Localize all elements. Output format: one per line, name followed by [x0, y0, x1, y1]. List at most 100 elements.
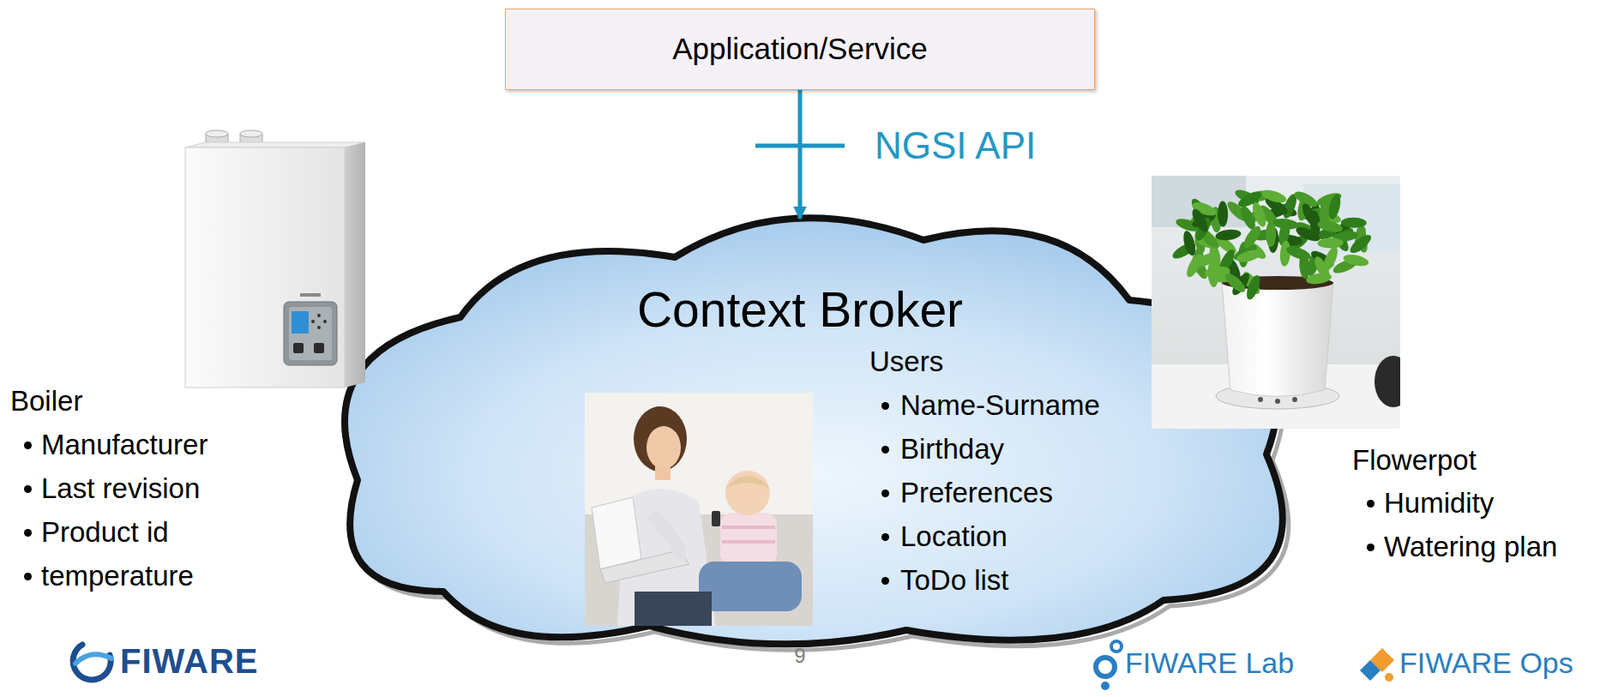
- cloud-shape: [344, 217, 1283, 644]
- bullet-dot: [24, 572, 32, 581]
- family-photo-part: [634, 591, 712, 626]
- label-holder: FIWARE Ops: [1399, 644, 1574, 681]
- leaf: [1317, 237, 1343, 249]
- boiler-illustration: [185, 130, 366, 388]
- label-holder: NGSI API: [874, 123, 1036, 169]
- list-heading: Flowerpot: [1352, 438, 1477, 482]
- broker-cloud: Context Broker: [306, 218, 1318, 622]
- label-holder: Flowerpot: [1352, 438, 1477, 482]
- label-holder: Product id: [41, 510, 169, 554]
- boiler-illustration-part: [323, 319, 327, 324]
- boiler-illustration-part: [185, 142, 366, 148]
- leaf: [1341, 216, 1367, 229]
- family-photo-part: [711, 511, 721, 527]
- api-label: NGSI API: [874, 123, 1036, 169]
- family-photo-part: [721, 540, 776, 544]
- flowerpot-illustration-part: [1275, 398, 1281, 404]
- family-photo-part: [721, 525, 776, 530]
- family-photo: [584, 392, 813, 626]
- label-holder: Boiler: [10, 378, 83, 423]
- plant-leaves: [1170, 186, 1374, 301]
- boiler-illustration-part: [240, 130, 263, 138]
- bullet-item: Preferences: [900, 470, 1053, 515]
- fiware-logo-icon-part: [72, 644, 111, 680]
- bullet-dot: [24, 529, 32, 537]
- leaf: [1215, 228, 1242, 241]
- label-holder: ToDo list: [900, 558, 1010, 602]
- family-photo-part: [655, 466, 671, 481]
- service-label: Application/Service: [672, 32, 928, 67]
- leaf: [1265, 221, 1276, 247]
- boiler-illustration-part: [317, 325, 321, 330]
- label-holder: Last revision: [41, 466, 200, 511]
- bullet-item: temperature: [41, 553, 194, 598]
- cloud-outline: [306, 218, 1318, 622]
- label-holder: temperature: [41, 553, 194, 598]
- fiware-ops-icon-part: [1384, 673, 1394, 682]
- flowerpot-illustration-part: [1221, 282, 1334, 397]
- label-holder: FIWARE Lab: [1124, 644, 1294, 681]
- broker-label: Context Broker: [294, 285, 1306, 335]
- leaf: [1284, 244, 1312, 263]
- boiler-illustration-part: [283, 301, 337, 366]
- boiler-illustration-part: [344, 142, 366, 388]
- family-photo-part: [698, 561, 802, 612]
- fiware-lab-icon-part: [1100, 681, 1110, 691]
- boiler-illustration-part: [288, 306, 332, 361]
- boiler-illustration-part: [300, 293, 321, 297]
- bullet-dot: [881, 533, 890, 542]
- boiler-illustration-part: [313, 342, 325, 354]
- label-holder: Manufacturer: [41, 422, 208, 467]
- bullet-dot: [1366, 499, 1375, 508]
- boiler-illustration-part: [317, 313, 321, 318]
- leaf: [1240, 223, 1264, 252]
- leaf: [1181, 229, 1198, 258]
- leaf: [1203, 264, 1231, 279]
- flowerpot-illustration-part: [1292, 396, 1298, 403]
- family-photo-part: [720, 512, 777, 566]
- flowerpot-illustration-part: [1374, 355, 1401, 408]
- label-holder: Watering plan: [1383, 524, 1558, 569]
- bullet-dot: [881, 445, 890, 454]
- boiler-illustration-part: [185, 147, 345, 388]
- fiware-lab-icon-part: [1111, 641, 1122, 652]
- leaf: [1250, 200, 1270, 229]
- bullet-item: Location: [900, 514, 1008, 559]
- leaf: [1321, 245, 1342, 273]
- family-photo-part: [591, 497, 642, 570]
- family-photo-part: [725, 470, 770, 516]
- label-holder: Location: [900, 514, 1008, 559]
- family-photo-part: [725, 475, 770, 489]
- list-heading: Users: [869, 339, 944, 384]
- label-holder: Users: [869, 339, 944, 384]
- label-holder: Birthday: [900, 427, 1005, 471]
- leaf: [1316, 218, 1344, 235]
- bullet-item: Birthday: [900, 427, 1005, 471]
- flowerpot-illustration: [1151, 175, 1401, 429]
- label-holder: Name-Surname: [900, 383, 1101, 428]
- label-holder: FIWARE: [120, 639, 259, 683]
- bullet-dot: [881, 577, 890, 585]
- fiware-logo-icon: [72, 644, 112, 680]
- bullet-item: ToDo list: [900, 558, 1010, 602]
- leaf: [1293, 224, 1322, 245]
- fiware-ops-icon: [1359, 648, 1395, 682]
- leaf: [1260, 187, 1288, 205]
- family-photo-part: [584, 392, 813, 626]
- leaf: [1272, 216, 1300, 231]
- logo-text: FIWARE: [120, 639, 259, 683]
- bullet-item: Product id: [41, 510, 169, 554]
- label-holder: 9: [793, 643, 806, 669]
- list-heading: Boiler: [10, 378, 83, 423]
- flowerpot-illustration-part: [1303, 184, 1401, 253]
- leaf: [1341, 252, 1370, 269]
- leaf: [1217, 201, 1228, 228]
- page-number: 9: [793, 643, 806, 669]
- bullet-dot: [24, 485, 32, 494]
- leaf: [1236, 188, 1264, 210]
- logo-text: FIWARE Ops: [1399, 644, 1574, 681]
- bullet-item: Name-Surname: [900, 383, 1101, 428]
- bullet-dot: [881, 489, 890, 498]
